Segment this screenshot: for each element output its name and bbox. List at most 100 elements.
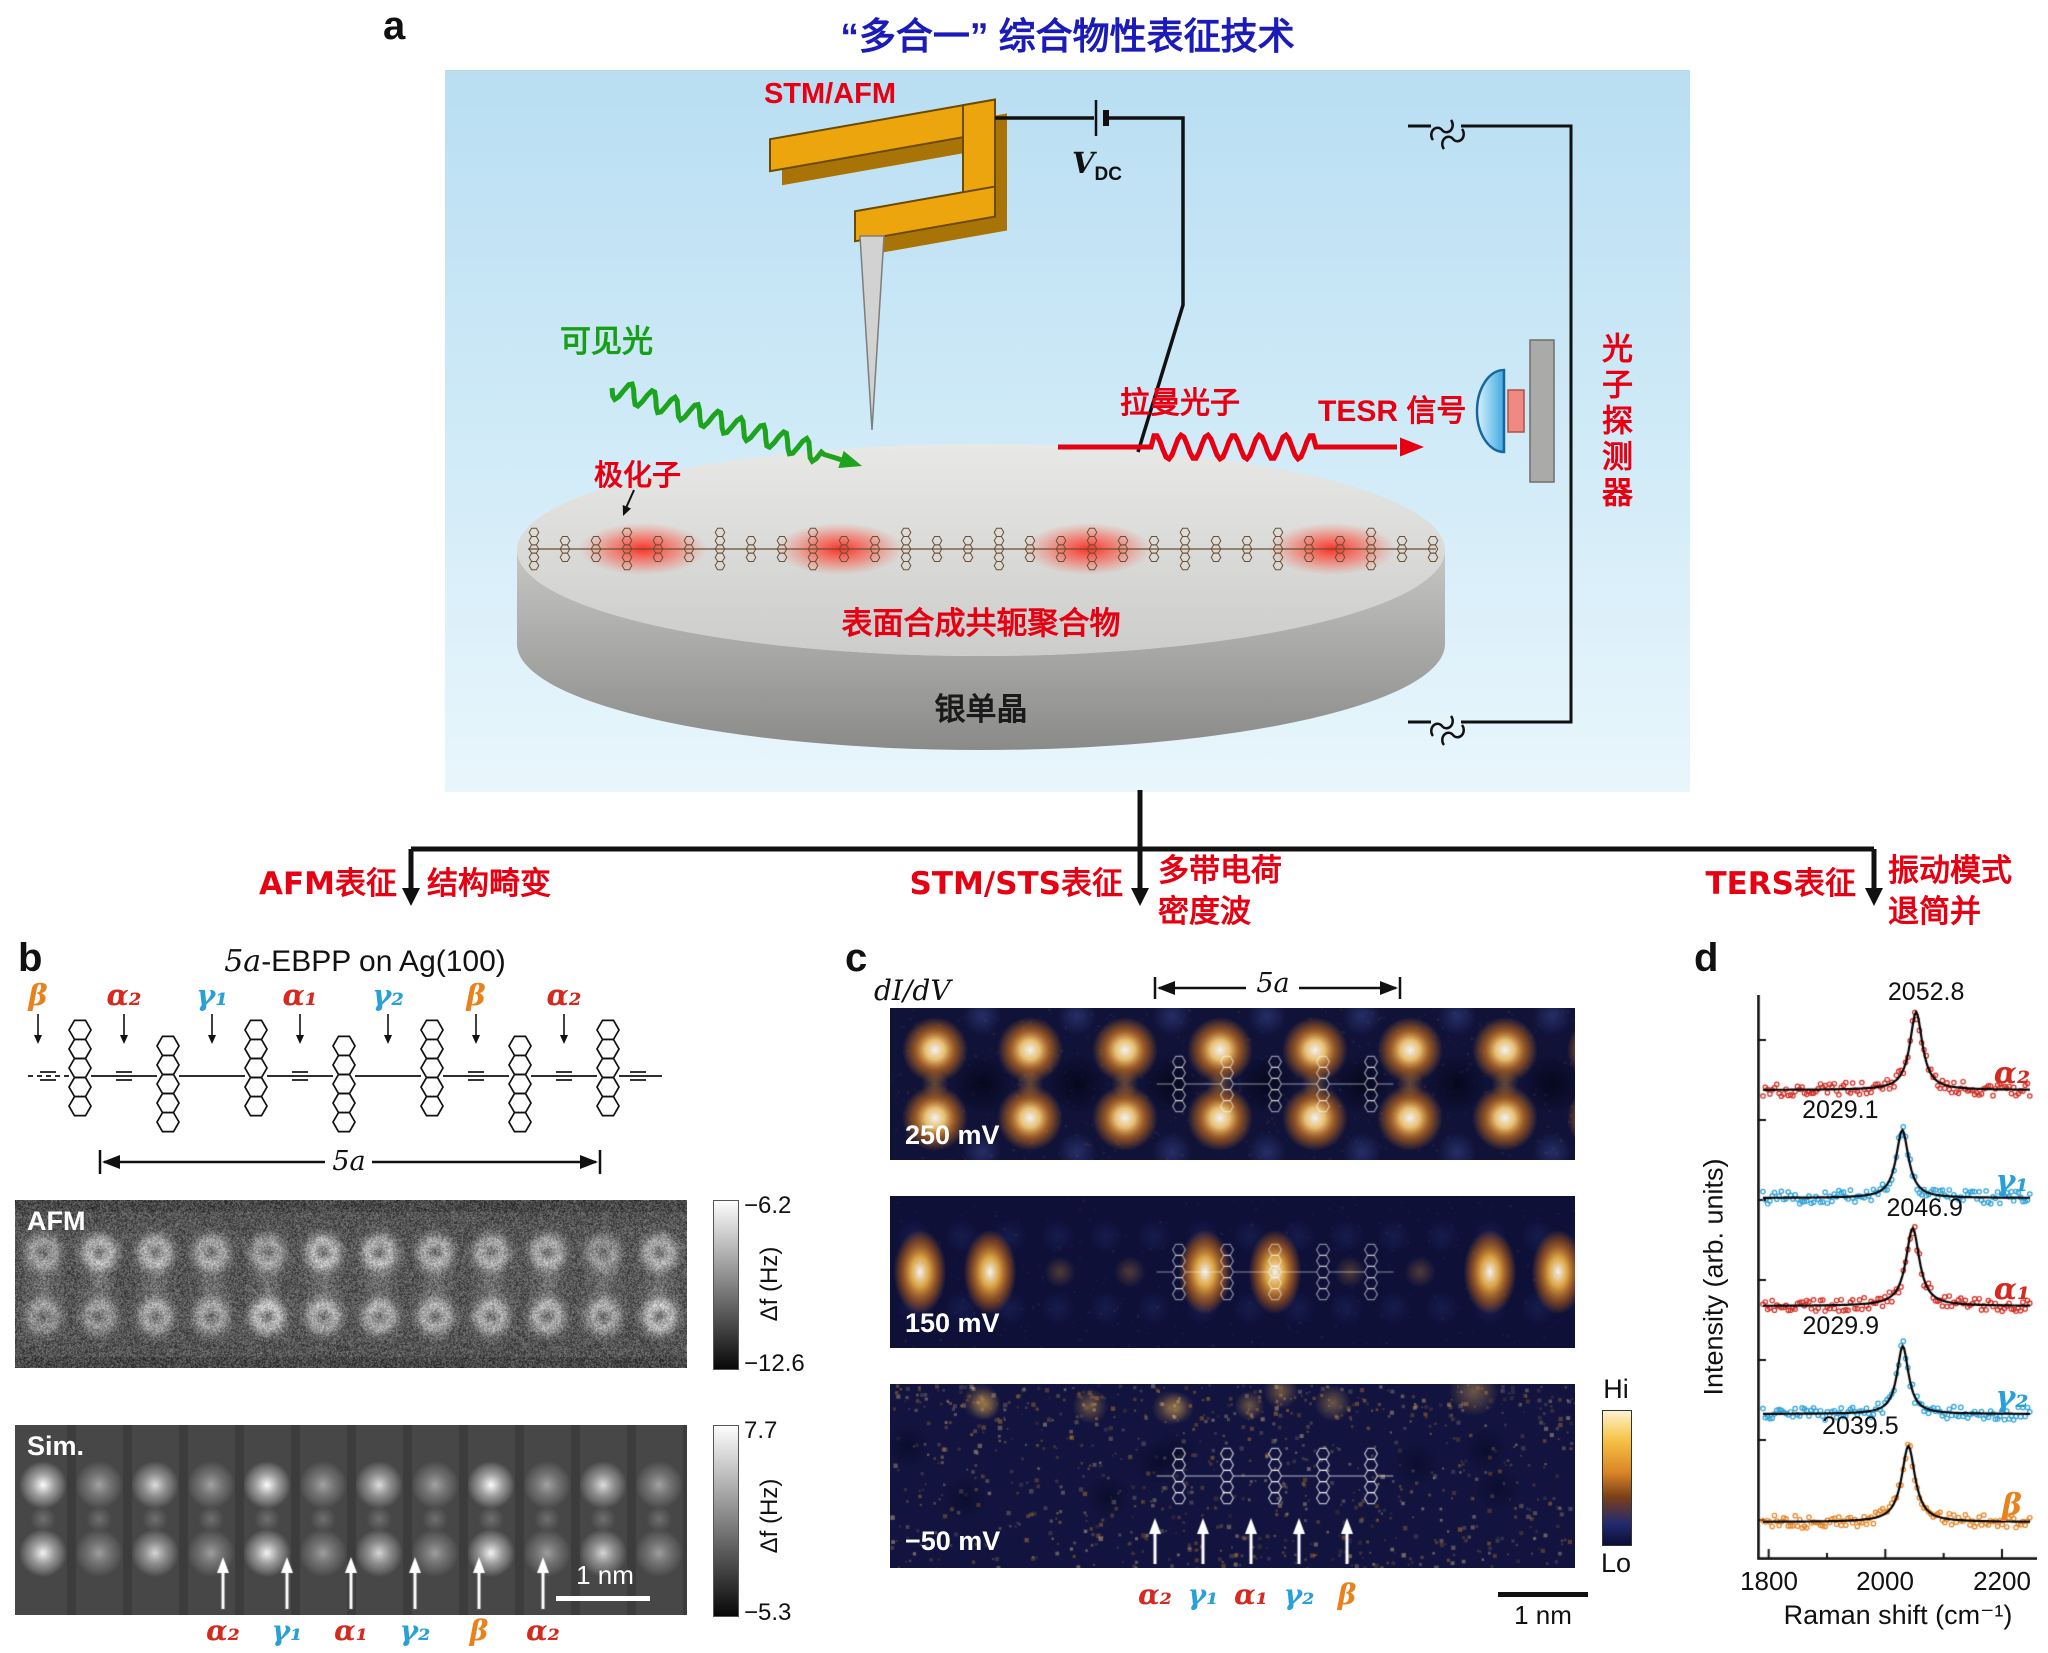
stm-afm-label: STM/AFM [763,78,897,110]
chemical-structure [28,1014,662,1133]
stm-mode-label: γ₁ [1187,1578,1219,1611]
raman-peak-value: 2029.9 [1802,1312,1879,1340]
flow-arrows [402,790,1883,906]
afm-colorbar [713,1200,739,1370]
polaron-pointer [622,489,635,516]
visible-light-label: 可见光 [560,324,653,359]
detector-circuit-wire [1408,124,1573,724]
colorbar-hi-label: Hi [1603,1374,1629,1404]
sim-colorbar [713,1425,739,1617]
sim-scalebar [556,1596,650,1601]
bond-label: α₂ [546,978,582,1012]
afm-colorbar-min: −12.6 [744,1350,805,1377]
panel-a-label: a [383,4,406,48]
raman-series-label: γ₁ [1995,1164,2029,1199]
didv-colorbar [1602,1410,1632,1546]
raman-ylabel: Intensity (arb. units) [1698,1158,1729,1396]
didv-map-150mV [890,1196,1575,1348]
stm-result-line2: 密度波 [1158,894,1251,930]
collection-lens [1475,368,1506,454]
visible-light-arrow [609,381,862,469]
polymer-chain-rings [528,527,1439,571]
photon-detector-plate [1529,339,1555,483]
panel-c-label: c [845,936,868,980]
stm-method-label: STM/STS表征 [909,866,1123,902]
vdc-label: VDC [1072,146,1122,186]
panel-b-title: 5a-EBPP on Ag(100) [145,944,585,979]
afm-method-label: AFM表征 [258,866,397,902]
raman-peak-value: 2052.8 [1887,978,1965,1006]
stm-mode-label: β [1337,1578,1357,1611]
stm-mode-label: α₂ [1138,1578,1172,1611]
stm-scalebar-label: 1 nm [1514,1600,1572,1630]
bias-label-250mV: 250 mV [905,1120,1000,1150]
sim-image-label: Sim. [27,1431,85,1461]
stm-mode-label: γ₂ [1283,1578,1315,1611]
tesr-signal-label: TESR 信号 [1318,395,1467,428]
raman-peak-value: 2029.1 [1802,1096,1879,1124]
colorbar-lo-label: Lo [1600,1548,1632,1578]
polymer-label: 表面合成共轭聚合物 [841,606,1121,641]
xtick-2000: 2000 [1856,1566,1914,1596]
didv-map-minus50mV [890,1384,1575,1568]
raman-peak-value: 2039.5 [1822,1412,1899,1440]
bond-label: α₂ [106,978,142,1012]
stm-result-line1: 多带电荷 [1158,853,1282,889]
bond-label: γ₂ [372,978,404,1012]
afm-colorbar-max: −6.2 [744,1192,792,1219]
ters-result-line1: 振动模式 [1888,853,2012,889]
bond-label: γ₁ [196,978,228,1012]
sim-mode-label: β [469,1614,489,1647]
ters-result-line2: 退简并 [1888,894,1981,930]
xtick-2200: 2200 [1973,1566,2031,1596]
raman-series-label: α₁ [1993,1272,2031,1307]
ters-method-label: TERS表征 [1705,866,1856,902]
stm-mode-label: α₁ [1234,1578,1268,1611]
silver-crystal-disk [517,444,1445,750]
afm-simulation-image [15,1425,687,1615]
bond-label: β [466,978,486,1012]
panel-b-title-rest: -EBPP on Ag(100) [261,945,506,978]
sim-mode-label: γ₂ [399,1614,431,1647]
afm-image-label: AFM [27,1206,86,1236]
figure-title: “多合一” 综合物性表征技术 [840,16,1295,57]
didv-map-250mV [890,1008,1575,1160]
bias-label-minus50mV: −50 mV [905,1526,1001,1556]
sim-mode-label: α₂ [526,1614,560,1647]
didv-label: dI/dV [874,974,951,1007]
polaron-label: 极化子 [594,460,682,492]
vdc-symbol: V [1072,146,1095,180]
afm-image [15,1200,687,1368]
sim-colorbar-unit: Δf (Hz) [756,1478,783,1554]
sim-mode-label: α₂ [206,1614,240,1647]
bias-circuit-wire [995,100,1185,453]
wire-break-symbol [1430,119,1465,150]
raman-xlabel: Raman shift (cm⁻¹) [1783,1600,2013,1630]
afm-colorbar-unit: Δf (Hz) [756,1246,783,1322]
bond-label: β [28,978,48,1012]
sim-mode-label: γ₁ [271,1614,303,1647]
sim-mode-label: α₁ [334,1614,368,1647]
span-5a-label-b: 5a [332,1146,366,1177]
afm-result-label: 结构畸变 [427,866,551,902]
raman-series-label: β [2002,1488,2022,1523]
qplus-sensor [769,98,996,243]
panel-d-label: d [1694,936,1719,980]
sim-colorbar-max: 7.7 [744,1417,778,1444]
photon-detector-label: 光子探测器 [1597,332,1632,512]
raman-photon-label: 拉曼光子 [1120,387,1240,420]
raman-peak-value: 2046.9 [1886,1194,1963,1222]
span-5a-label-c: 5a [1256,968,1290,999]
raman-series-label: α₂ [1993,1056,2031,1091]
xtick-1800: 1800 [1740,1566,1798,1596]
raman-series-label: γ₂ [1995,1380,2029,1415]
sim-colorbar-min: −5.3 [744,1599,792,1626]
panel-b-title-italic: 5a [224,944,262,979]
span-5a-arrow-b [98,1150,602,1174]
raman-spectra-plot [1757,995,2037,1560]
panel-b-label: b [18,936,43,980]
detector-window [1507,389,1525,433]
generated-line-art [28,381,1439,1133]
